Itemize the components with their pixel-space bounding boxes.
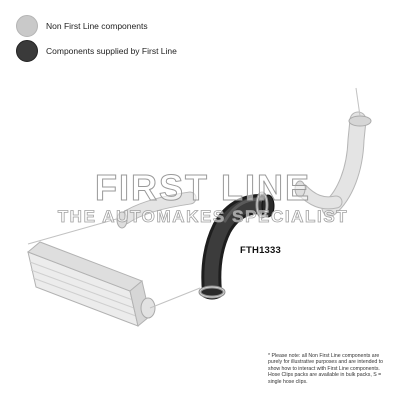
watermark-tagline: THE AUTOMAKES SPECIALIST (57, 207, 349, 227)
leader-line-top (355, 87, 361, 117)
hose-clip-top (255, 191, 269, 219)
legend-item-non-first-line: Non First Line components (16, 14, 148, 38)
intercooler (27, 241, 156, 327)
legend: Non First Line components Components sup… (16, 14, 216, 64)
light-grey-circle-icon (16, 15, 38, 37)
hose-clip-bottom (198, 285, 226, 299)
leader-line-bottom (149, 287, 201, 309)
left-pipe (116, 191, 197, 229)
part-number-label: FTH1333 (240, 245, 282, 256)
watermark-logo: FIRST LINE (95, 167, 311, 209)
legend-item-first-line: Components supplied by First Line (16, 39, 177, 63)
dark-circle-icon (16, 40, 38, 62)
disclaimer-note: * Please note: all Non First Line compon… (268, 353, 384, 385)
leader-line-left (27, 217, 121, 245)
legend-label-first-line: Components supplied by First Line (46, 46, 177, 56)
legend-label-non-first-line: Non First Line components (46, 21, 148, 31)
upper-pipe (294, 111, 372, 217)
